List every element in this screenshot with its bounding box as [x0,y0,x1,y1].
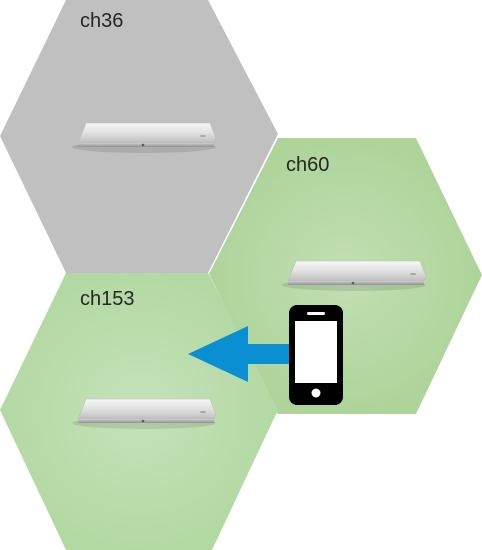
cell-label-ch36: ch36 [80,10,123,32]
cell-label-ch153: ch153 [80,288,135,310]
access-point-ch153 [71,398,217,430]
smartphone-icon [289,305,343,405]
arrow-left-icon [188,326,294,382]
cell-label-ch60: ch60 [286,154,329,176]
access-point-ch36 [71,122,217,154]
access-point-ch60 [281,260,427,292]
